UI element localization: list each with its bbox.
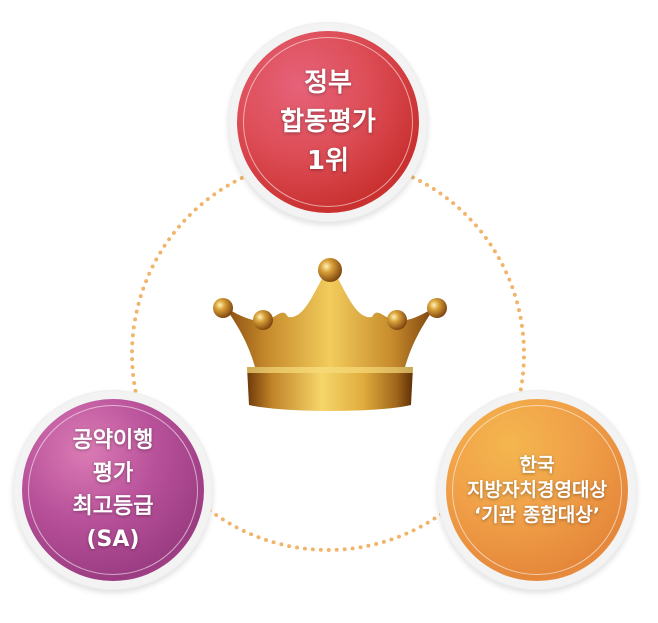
award-line: 지방자치경영대상 [467, 478, 607, 501]
award-line: 합동평가 [280, 106, 376, 137]
award-badge-local-autonomy: 한국 지방자치경영대상 ‘기관 종합대상’ [437, 390, 637, 590]
crown-icon [207, 255, 453, 415]
award-badge-disc: 공약이행 평가 최고등급 (SA) [22, 399, 204, 581]
award-badge-government-evaluation: 정부 합동평가 1위 [228, 22, 428, 222]
award-badge-disc: 한국 지방자치경영대상 ‘기관 종합대상’ [446, 399, 628, 581]
award-line: 1위 [306, 145, 349, 176]
award-line: (SA) [86, 527, 140, 552]
award-badge-disc: 정부 합동평가 1위 [237, 31, 419, 213]
award-line: ‘기관 종합대상’ [474, 503, 600, 526]
award-line: 정부 [304, 67, 352, 98]
award-line: 한국 [519, 453, 555, 476]
award-line: 평가 [92, 461, 134, 486]
award-badge-pledge-evaluation: 공약이행 평가 최고등급 (SA) [13, 390, 213, 590]
award-line: 최고등급 [72, 494, 154, 519]
award-line: 공약이행 [72, 428, 154, 453]
